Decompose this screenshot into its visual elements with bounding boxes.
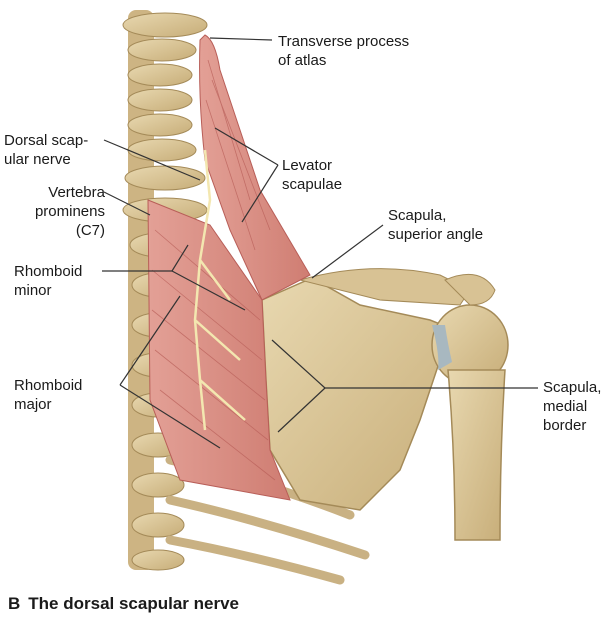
leader-rhomboid-major-2 [119, 384, 221, 449]
levator-scapulae-muscle [199, 34, 311, 301]
label-rhomboid-minor: Rhomboid minor [14, 263, 83, 299]
label-scapula-medial-border: Scapula, medial border [543, 379, 602, 434]
label-transverse-process: Transverse process of atlas [278, 33, 410, 69]
label-rhomboid-major: Rhomboid major [14, 377, 83, 413]
leader-medial-border-1 [271, 339, 326, 389]
leader-dorsal-scapular-nerve [103, 139, 201, 181]
leader-levator-1 [214, 127, 279, 166]
leader-medial-border-2 [277, 387, 326, 433]
leader-rhomboid-minor-3 [171, 270, 246, 311]
label-levator-scapulae: Levator scapulae [282, 157, 343, 193]
label-scapula-superior-angle: Scapula, superior angle [388, 207, 484, 243]
leader-scapula-superior-angle [311, 224, 384, 279]
leader-rhomboid-minor-2 [171, 244, 189, 272]
label-dorsal-scapular-nerve: Dorsal scap- ular nerve [4, 132, 89, 168]
leader-transverse-process [209, 37, 273, 41]
humerus [431, 273, 509, 541]
figure-caption: B The dorsal scapular nerve [8, 594, 239, 614]
leader-rhomboid-major-1 [119, 295, 181, 386]
scapula [261, 268, 471, 511]
label-vertebra-prominens: Vertebra prominens (C7) [34, 184, 105, 239]
caption-title: The dorsal scapular nerve [28, 594, 239, 613]
leader-lines [102, 37, 538, 449]
leader-levator-2 [241, 164, 279, 223]
leader-vertebra-prominens [103, 191, 151, 216]
caption-letter: B [8, 594, 21, 613]
dorsal-scapular-nerve [193, 149, 246, 431]
